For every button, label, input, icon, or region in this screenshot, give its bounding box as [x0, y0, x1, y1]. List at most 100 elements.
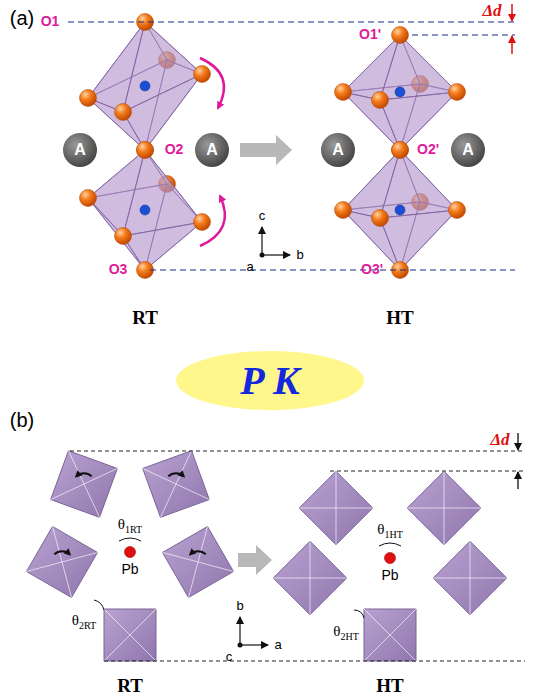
displacement-label: Δd [482, 2, 501, 21]
axis-label: c [226, 650, 233, 664]
a-site-atom: A [195, 133, 229, 167]
octahedron-square [364, 609, 416, 661]
displacement-label: Δd [490, 431, 509, 450]
square-diagonal [104, 609, 156, 661]
axis-label: a [274, 638, 281, 652]
oxygen-atom [80, 90, 97, 107]
axis-label: b [236, 599, 243, 613]
oxygen-atom [194, 214, 211, 231]
delta-arrow [511, 4, 513, 21]
oxygen-atom [372, 92, 389, 109]
node-text: A [74, 141, 86, 159]
b-site-atom [395, 87, 405, 97]
axis-arrow [261, 227, 262, 255]
pb-atom [125, 547, 136, 558]
octahedron-square [407, 471, 481, 545]
octahedron-square [273, 541, 347, 615]
square-diagonal [51, 468, 118, 499]
atom-label: O2' [417, 142, 439, 157]
atom-label: Pb [121, 562, 138, 577]
angle-arc [379, 543, 401, 546]
octahedron-square [26, 526, 97, 597]
angle-label: θ2HT [333, 623, 359, 642]
square-diagonal [26, 552, 97, 571]
reference-line [330, 471, 525, 472]
oxygen-atom [449, 202, 466, 219]
delta-arrow [517, 472, 518, 489]
square-diagonal [433, 578, 507, 579]
reference-line [150, 269, 515, 270]
node-text: P K [240, 357, 300, 404]
atom-label: O1' [359, 27, 381, 42]
reference-line [104, 661, 525, 662]
rotation-arrow [200, 58, 224, 108]
oxygen-atom [137, 142, 154, 159]
oxygen-atom [372, 210, 389, 227]
octahedron-face [123, 150, 202, 236]
oxygen-atom [335, 202, 352, 219]
oxygen-atom [115, 228, 132, 245]
oxygen-atom [137, 142, 154, 159]
square-diagonal [299, 508, 373, 509]
octahedron-square [51, 451, 118, 518]
phase-label: RT [132, 308, 158, 329]
atom-label: O3' [361, 262, 383, 277]
square-diagonal [364, 609, 416, 661]
octahedron-square [299, 471, 373, 545]
rotation-arrow [76, 473, 91, 476]
phase-label: HT [386, 308, 413, 329]
square-diagonal [407, 508, 481, 509]
angle-arc [94, 600, 104, 610]
atom-label: O1 [41, 14, 60, 29]
reference-line [68, 21, 515, 22]
oxygen-atom [392, 27, 409, 44]
panel-label: (b) [10, 409, 34, 431]
square-diagonal [188, 526, 207, 597]
rotation-arrow [54, 551, 69, 554]
title-ellipse: P K [175, 350, 365, 411]
axis-label: c [259, 209, 266, 223]
axis-arrow [239, 617, 240, 645]
axis-arrow [262, 254, 290, 255]
panel-label: (a) [10, 7, 34, 29]
a-site-atom: A [63, 133, 97, 167]
axis-dot [260, 253, 265, 258]
a-site-atom: A [451, 133, 485, 167]
square-diagonal [273, 578, 347, 579]
oxygen-atom [449, 84, 466, 101]
node-text: A [206, 141, 218, 159]
oxygen-atom [392, 142, 409, 159]
rotation-arrow [200, 196, 225, 246]
phase-label: HT [376, 676, 403, 697]
angle-arc [354, 610, 364, 618]
octahedron-face [380, 210, 457, 270]
oxygen-atom [194, 66, 211, 83]
node-text: A [462, 141, 474, 159]
square-diagonal [160, 451, 191, 518]
axis-arrow [240, 644, 268, 645]
phase-label: RT [117, 676, 143, 697]
transition-arrow [240, 135, 292, 165]
oxygen-atom [335, 84, 352, 101]
octahedron-square [104, 609, 156, 661]
a-site-atom: A [321, 133, 355, 167]
ellipse-fill [176, 351, 364, 410]
atom-label: Pb [381, 568, 398, 583]
oxygen-atom [392, 142, 409, 159]
oxygen-atom [115, 104, 132, 121]
reference-line [412, 34, 515, 35]
oxygen-atom [80, 190, 97, 207]
octahedron-face [380, 35, 457, 100]
atom-label: O3 [109, 262, 128, 277]
octahedron-face [123, 74, 202, 150]
octahedron-face [380, 92, 457, 150]
octahedron-square [433, 541, 507, 615]
reference-line [70, 451, 525, 452]
square-diagonal [104, 609, 156, 661]
transition-arrow [238, 545, 272, 575]
angle-label: θ2RT [72, 612, 96, 631]
rotation-arrow [190, 551, 205, 554]
axis-label: b [296, 248, 303, 262]
